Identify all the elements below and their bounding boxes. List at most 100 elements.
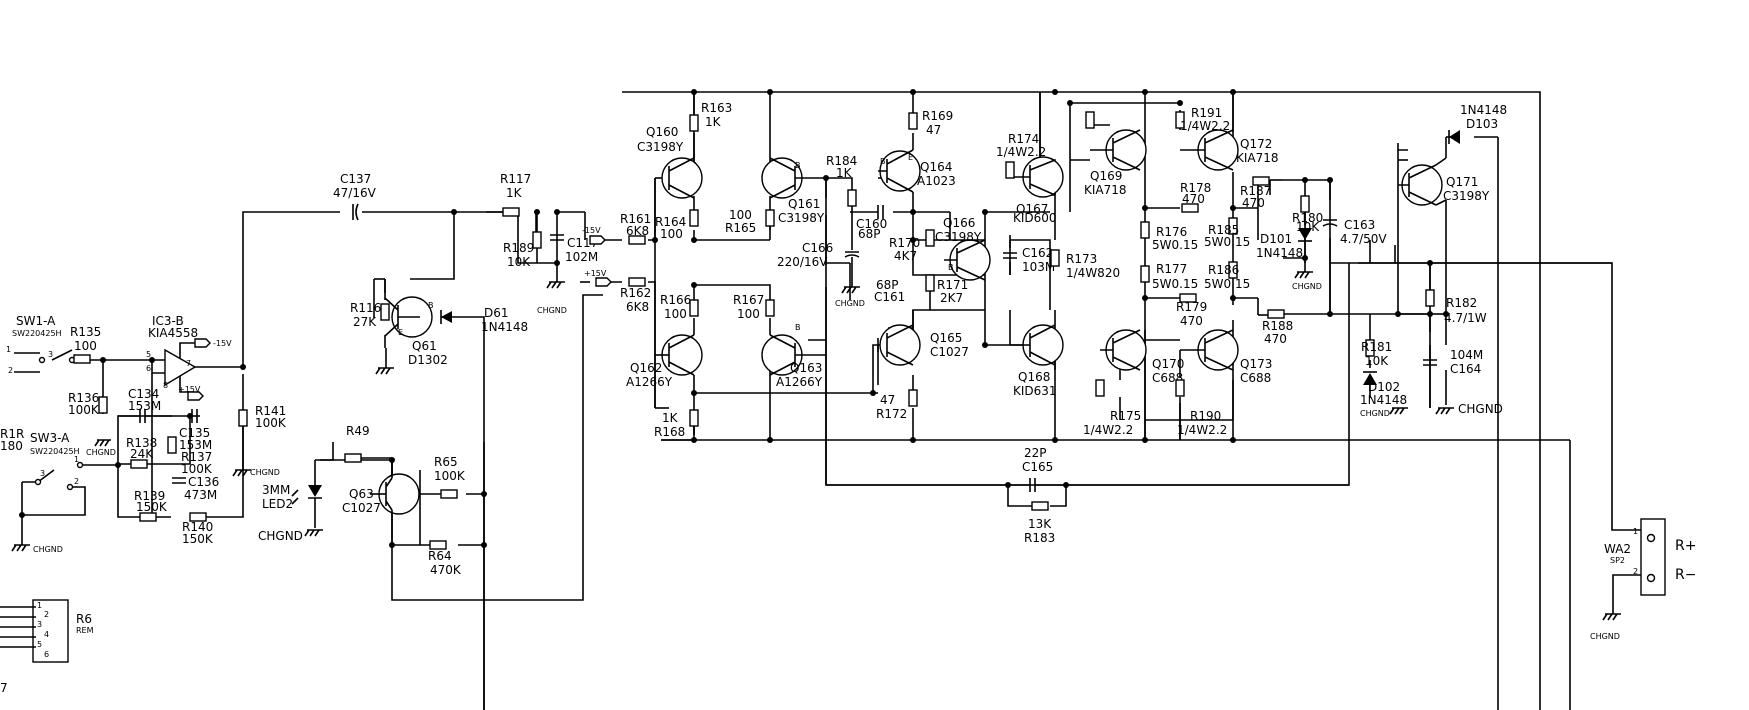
r177-value: 5W0.15 [1152, 277, 1198, 291]
r179-value: 470 [1180, 314, 1203, 328]
q61-label: Q61 [412, 339, 437, 353]
r6-pin6: 6 [44, 650, 49, 659]
c162-label: C162 [1022, 246, 1053, 260]
r165-resistor [765, 209, 775, 227]
r140-resistor [189, 512, 207, 522]
q63-part: C1027 [342, 501, 381, 515]
q160-part: C3198Y [637, 140, 684, 154]
protect-section: 1N4148 D103 Q171 C3198Y R182 4.7/1W 104M… [1360, 103, 1507, 418]
q164-e: E [908, 153, 913, 162]
r178-label: R178 [1180, 181, 1211, 195]
led2-size: 3MM [262, 483, 290, 497]
r165-label: R165 [725, 221, 756, 235]
c160-label: C160 [856, 217, 887, 231]
r167-label: R167 [733, 293, 764, 307]
r188-value: 470 [1264, 332, 1287, 346]
r161-resistor [628, 235, 646, 245]
q168-label: Q168 [1018, 370, 1050, 384]
r190-label: R190 [1190, 409, 1221, 423]
d103-part: 1N4148 [1460, 103, 1507, 117]
r64-value: 470K [430, 563, 462, 577]
r6-connector [32, 599, 69, 663]
r141-resistor [238, 409, 248, 427]
wa2-pin2: 2 [1633, 567, 1638, 576]
r174-label: R174 [1008, 132, 1039, 146]
r171-value: 2K7 [940, 291, 963, 305]
pos15-tag: +15V [584, 269, 607, 278]
q164-label: Q164 [920, 160, 952, 174]
r180-label: R180 [1292, 211, 1323, 225]
q165-label: Q165 [930, 331, 962, 345]
r136-value: 100K [68, 403, 100, 417]
led2-gnd: CHGND [258, 529, 303, 543]
c134-label: C134 [128, 387, 159, 401]
q165-transistor [879, 324, 921, 366]
r169-value: 47 [926, 123, 941, 137]
r137-resistor [167, 436, 177, 454]
sw3-pin2: 2 [74, 477, 79, 486]
wa2-connector [1640, 518, 1666, 596]
r164-label: R164 [655, 215, 686, 229]
r170-value: 4K7 [894, 249, 917, 263]
r135-value: 100 [74, 339, 97, 353]
r185-label: R185 [1208, 223, 1239, 237]
r178-resistor [1181, 203, 1199, 213]
r177-resistor [1140, 265, 1150, 283]
r116-label: R116 [350, 301, 381, 315]
r166-resistor [689, 299, 699, 317]
r190-value: 1/4W2.2 [1177, 423, 1227, 437]
edge-180: 180 [0, 439, 23, 453]
c166-value: 220/16V [777, 255, 828, 269]
vas-section: R169 47 B E Q164 A1023 C160 68P R170 4K7… [856, 109, 1055, 545]
r163-resistor [689, 114, 699, 132]
chgnd-prot-b: CHGND [1458, 402, 1503, 416]
ic3-pin5: 5 [146, 350, 151, 359]
r65-label: R65 [434, 455, 458, 469]
ic3-pin8: 8 [163, 381, 168, 390]
r163-label: R163 [701, 101, 732, 115]
r161-label: R161 [620, 212, 651, 226]
q172-label: Q172 [1240, 137, 1272, 151]
sw1-label: SW1-A [16, 314, 56, 328]
r184-label: R184 [826, 154, 857, 168]
r167-value: 100 [737, 307, 760, 321]
r178-value: 470 [1182, 192, 1205, 206]
r138-value: 24K [130, 447, 154, 461]
r186-value: 5W0.15 [1204, 277, 1250, 291]
r189-label: R189 [503, 241, 534, 255]
r176-value: 5W0.15 [1152, 238, 1198, 252]
chgnd-front: CHGND [537, 306, 567, 315]
r65-resistor [440, 489, 458, 499]
junction-dots [19, 89, 1449, 548]
r6-pin2: 2 [44, 610, 49, 619]
r181-label: R181 [1361, 340, 1392, 354]
chgnd-b: CHGND [33, 545, 63, 554]
r6-label: R6 [76, 612, 92, 626]
q163-part: A1266Y [776, 375, 823, 389]
r190-resistor [1175, 379, 1185, 397]
r168-label: R168 [654, 425, 685, 439]
q61-e: E [398, 328, 403, 337]
neg15-tag: -15V [582, 226, 601, 235]
r173-value: 1/4W820 [1066, 266, 1120, 280]
q161-label: Q161 [788, 197, 820, 211]
c165-label: C165 [1022, 460, 1053, 474]
r173-label: R173 [1066, 252, 1097, 266]
front-section: C137 47/16V R117 1K R189 10K C117 102M C… [258, 172, 651, 577]
r188-resistor [1267, 309, 1285, 319]
q162-label: Q162 [630, 361, 662, 375]
r170-resistor [925, 229, 935, 247]
d103-diode [1449, 130, 1460, 144]
r166-label: R166 [660, 293, 691, 307]
r6-sub: REM [76, 626, 94, 635]
edge-7: 7 [0, 681, 8, 695]
d103-label: D103 [1466, 117, 1498, 131]
q164-b: B [880, 157, 886, 166]
r172-resistor [908, 389, 918, 407]
q160-label: Q160 [646, 125, 678, 139]
r189-value: 10K [507, 255, 531, 269]
r49-label: R49 [346, 424, 370, 438]
r162-value: 6K8 [626, 300, 649, 314]
